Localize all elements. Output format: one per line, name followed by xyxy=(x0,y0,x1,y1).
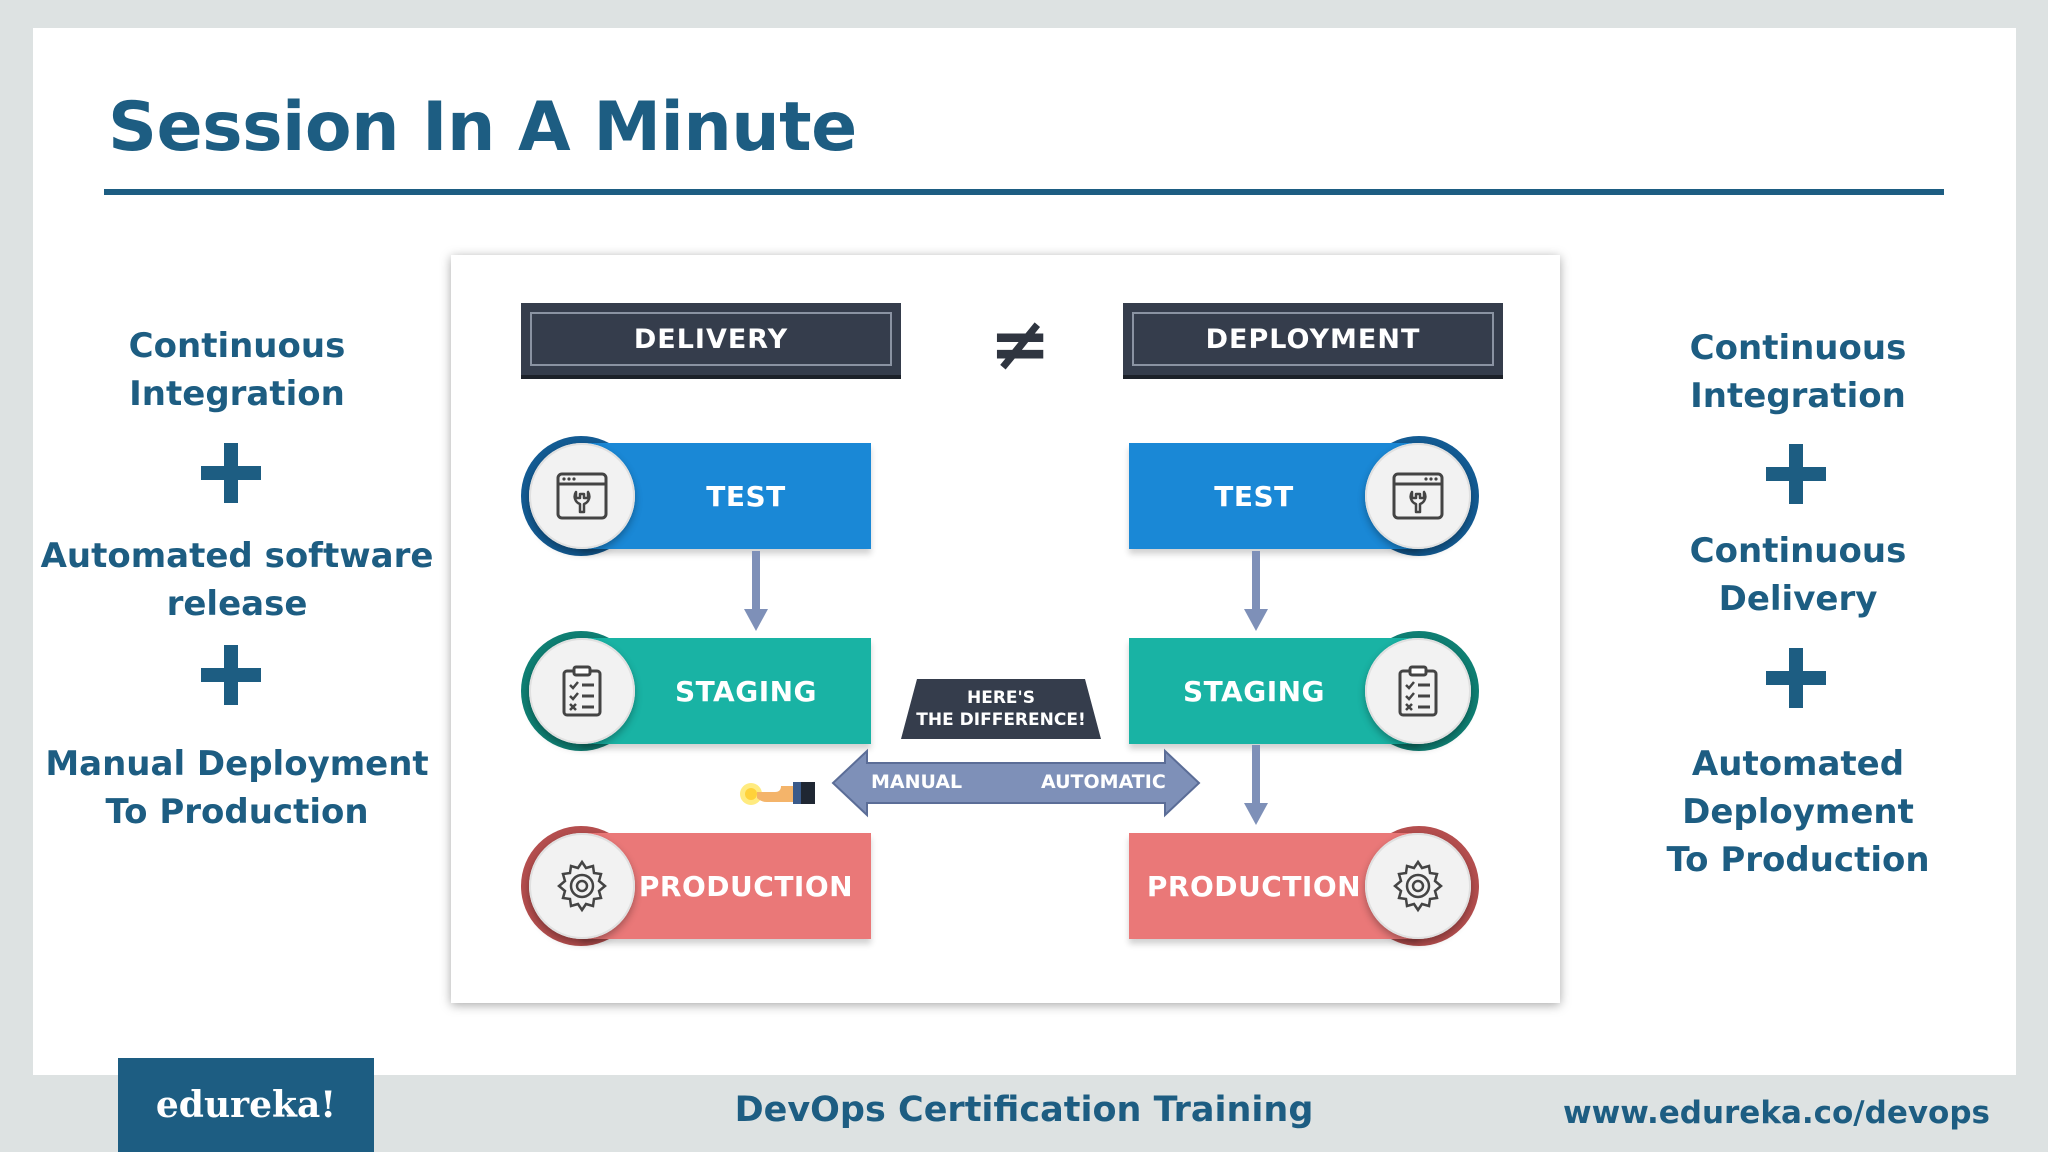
arrow-staging-to-production-right xyxy=(1244,745,1268,825)
manual-automatic-arrow: MANUAL AUTOMATIC xyxy=(831,745,1201,825)
plus-icon xyxy=(1766,648,1826,708)
plus-icon xyxy=(201,645,261,705)
edureka-logo: edureka! xyxy=(118,1058,374,1152)
left-text-2: Automated software release xyxy=(40,536,434,624)
delivery-stage-test: TEST xyxy=(521,436,871,556)
delivery-header: DELIVERY xyxy=(521,303,901,375)
footer-course-title: DevOps Certification Training xyxy=(734,1090,1314,1130)
not-equal-sign: ≠ xyxy=(989,301,1052,387)
clipboard-checklist-icon xyxy=(562,665,602,717)
deployment-header: DEPLOYMENT xyxy=(1123,303,1503,375)
browser-wrench-icon xyxy=(556,472,608,520)
badge-shape xyxy=(901,679,1101,739)
delivery-stage-production: PRODUCTION xyxy=(521,826,871,946)
arrow-test-to-staging-left xyxy=(744,551,768,631)
right-text-1: Continuous Integration xyxy=(1689,328,1907,416)
right-text-3: Automated Deployment To Production xyxy=(1666,744,1930,880)
hand-pointer-icon xyxy=(740,782,815,805)
clipboard-checklist-icon xyxy=(1398,665,1438,717)
right-summary: Continuous Integration Continuous Delive… xyxy=(1588,0,2008,1152)
footer-url[interactable]: www.edureka.co/devops xyxy=(1563,1095,1990,1131)
difference-label: HERE'S THE DIFFERENCE! xyxy=(916,688,1086,730)
stage-label: PRODUCTION xyxy=(581,833,871,939)
difference-badge: HERE'S THE DIFFERENCE! xyxy=(899,677,1103,741)
slide-title: Session In A Minute xyxy=(108,88,857,167)
left-text-1: Continuous Integration xyxy=(128,326,346,414)
deployment-header-label: DEPLOYMENT xyxy=(1132,312,1494,366)
gear-icon xyxy=(1393,859,1443,913)
double-arrow-shape xyxy=(831,748,1201,818)
delivery-vs-deployment-diagram: DELIVERY ≠ DEPLOYMENT TEST STAGING xyxy=(451,255,1560,1003)
gear-icon xyxy=(557,859,607,913)
delivery-header-label: DELIVERY xyxy=(530,312,892,366)
deployment-stage-staging: STAGING xyxy=(1129,631,1479,751)
stage-label: STAGING xyxy=(581,638,871,744)
automatic-label: AUTOMATIC xyxy=(1041,771,1166,793)
deployment-stage-test: TEST xyxy=(1129,436,1479,556)
browser-wrench-icon xyxy=(1392,472,1444,520)
left-summary: Continuous Integration Automated softwar… xyxy=(27,0,447,1152)
plus-icon xyxy=(1766,444,1826,504)
left-text-3: Manual Deployment To Production xyxy=(45,744,429,832)
arrow-test-to-staging-right xyxy=(1244,551,1268,631)
manual-label: MANUAL xyxy=(871,771,963,793)
right-text-2: Continuous Delivery xyxy=(1689,531,1907,619)
deployment-stage-production: PRODUCTION xyxy=(1129,826,1479,946)
plus-icon xyxy=(201,443,261,503)
delivery-stage-staging: STAGING xyxy=(521,631,871,751)
title-underline xyxy=(104,189,1944,195)
